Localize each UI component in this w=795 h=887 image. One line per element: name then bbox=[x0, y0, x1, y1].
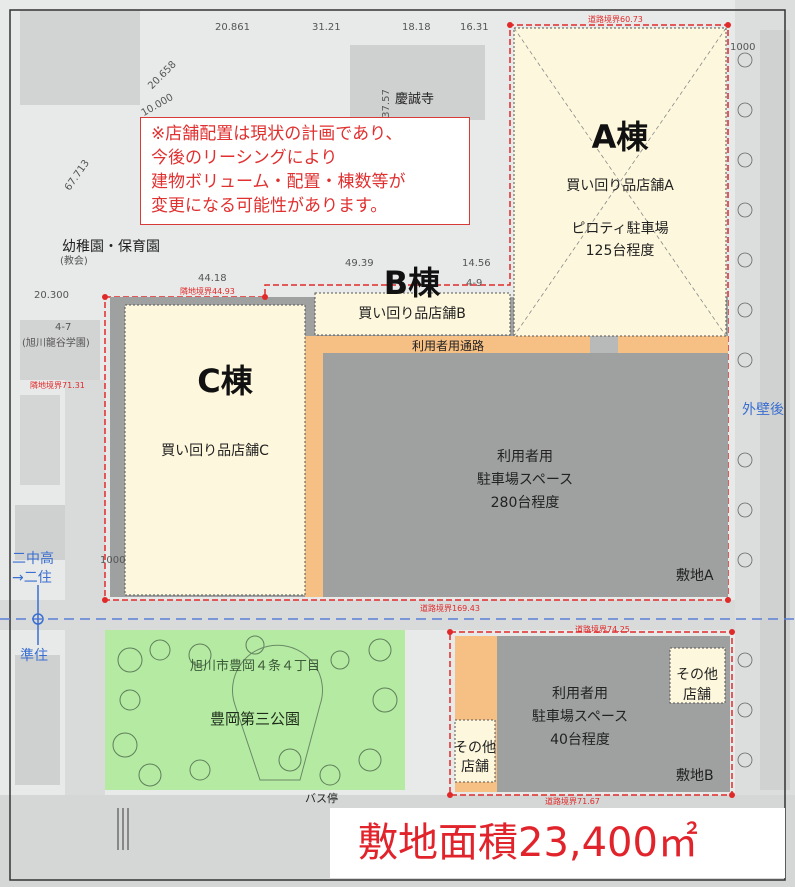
zoning-lower-label: 準住 bbox=[20, 648, 48, 664]
notice-line-3: 建物ボリューム・配置・棟数等が bbox=[151, 172, 406, 192]
dim-37-57: 37.57 bbox=[380, 89, 392, 118]
temple-label: 慶誠寺 bbox=[395, 92, 435, 107]
building-a-parking-line2: 125台程度 bbox=[585, 243, 655, 259]
zoning-upper-label: 二中高 bbox=[12, 551, 54, 567]
dim-49: 49.39 bbox=[345, 258, 374, 269]
site-area-callout: 敷地面積23,400㎡ bbox=[330, 808, 785, 878]
dim-road-b-north: 隣地境界44.93 bbox=[180, 287, 235, 296]
dim-1000-a: 1000 bbox=[730, 42, 756, 53]
dim-20: 20.300 bbox=[34, 290, 69, 301]
lot-b-other-store-bottom-line2: 店舗 bbox=[461, 759, 489, 775]
dim-1000-c: 1000 bbox=[100, 555, 126, 566]
zoning-arrow-label: →二住 bbox=[12, 570, 52, 586]
layout-notice-box: ※店舗配置は現状の計画であり、 今後のリーシングにより 建物ボリューム・配置・棟… bbox=[140, 117, 470, 225]
dim-road-a-top: 道路境界60.73 bbox=[588, 15, 643, 24]
dim-top-3: 18.18 bbox=[402, 22, 431, 33]
lot-b-other-store-top bbox=[669, 647, 726, 704]
lot-b-parking-line1: 利用者用 bbox=[552, 686, 608, 702]
lot-a-name: 敷地A bbox=[676, 568, 714, 584]
setback-label: 外壁後 bbox=[742, 402, 784, 418]
lot-a-parking-line2: 駐車場スペース bbox=[476, 472, 574, 488]
building-a-title: A棟 bbox=[591, 118, 649, 156]
lot-b-other-store-top-line1: その他 bbox=[676, 667, 718, 683]
notice-line-2: 今後のリーシングにより bbox=[151, 148, 338, 168]
lot-b-other-store-top-line2: 店舗 bbox=[683, 687, 711, 703]
lot-a-lane-label: 利用者用通路 bbox=[411, 339, 485, 353]
east-west-road bbox=[0, 600, 795, 630]
park-area bbox=[105, 630, 405, 790]
lot-b-other-store-bottom bbox=[454, 719, 496, 783]
block-4-9-label: 4-9 bbox=[466, 278, 483, 289]
building-b-title: B棟 bbox=[383, 264, 441, 302]
building-b-store: 買い回り品店舗B bbox=[358, 306, 466, 322]
lot-a-user-lane bbox=[305, 336, 728, 353]
notice-line-1: ※店舗配置は現状の計画であり、 bbox=[151, 124, 403, 144]
building-c-title: C棟 bbox=[197, 362, 253, 400]
school-block-label: 4-7 bbox=[55, 322, 72, 333]
dim-top-1: 20.861 bbox=[215, 22, 250, 33]
dim-top-4: 16.31 bbox=[460, 22, 489, 33]
dim-road-b-bottom: 道路境界71.67 bbox=[545, 797, 600, 806]
lot-a-parking-line3: 280台程度 bbox=[490, 495, 560, 511]
notice-line-4: 変更になる可能性があります。 bbox=[151, 196, 388, 216]
school-name-label: (旭川龍谷学園) bbox=[22, 338, 90, 349]
dim-road-south-a: 道路境界169.43 bbox=[420, 604, 480, 613]
dim-44: 44.18 bbox=[198, 273, 227, 284]
park-address-label: 旭川市豊岡４条４丁目 bbox=[189, 659, 321, 674]
lot-a-parking-line1: 利用者用 bbox=[497, 449, 553, 465]
dim-road-c-west: 隣地境界71.31 bbox=[30, 381, 85, 390]
kindergarten-label: 幼稚園・保育園 bbox=[62, 239, 160, 255]
lot-b-boundary bbox=[449, 631, 733, 796]
kindergarten-sub-label: (教会) bbox=[60, 256, 88, 267]
building-c-footprint bbox=[124, 304, 306, 596]
building-c-store: 買い回り品店舗C bbox=[161, 443, 269, 459]
lot-a-user-lane-vertical bbox=[305, 336, 323, 597]
lot-b-parking-line3: 40台程度 bbox=[550, 732, 610, 748]
lot-b-parking-line2: 駐車場スペース bbox=[531, 709, 629, 725]
dim-14-56: 14.56 bbox=[462, 258, 491, 269]
building-a-parking-line1: ピロティ駐車場 bbox=[571, 221, 669, 237]
bus-stop-label: バス停 bbox=[305, 792, 338, 805]
park-name-label: 豊岡第三公園 bbox=[209, 710, 301, 728]
dim-road-b-top: 道路境界74.25 bbox=[575, 625, 630, 634]
lot-b-name: 敷地B bbox=[676, 768, 714, 784]
lot-b-other-store-bottom-line1: その他 bbox=[454, 740, 496, 756]
dim-top-2: 31.21 bbox=[312, 22, 341, 33]
building-b-footprint bbox=[314, 292, 511, 336]
site-area-text: 敷地面積23,400㎡ bbox=[358, 820, 698, 866]
building-a-store: 買い回り品店舗A bbox=[566, 178, 674, 194]
